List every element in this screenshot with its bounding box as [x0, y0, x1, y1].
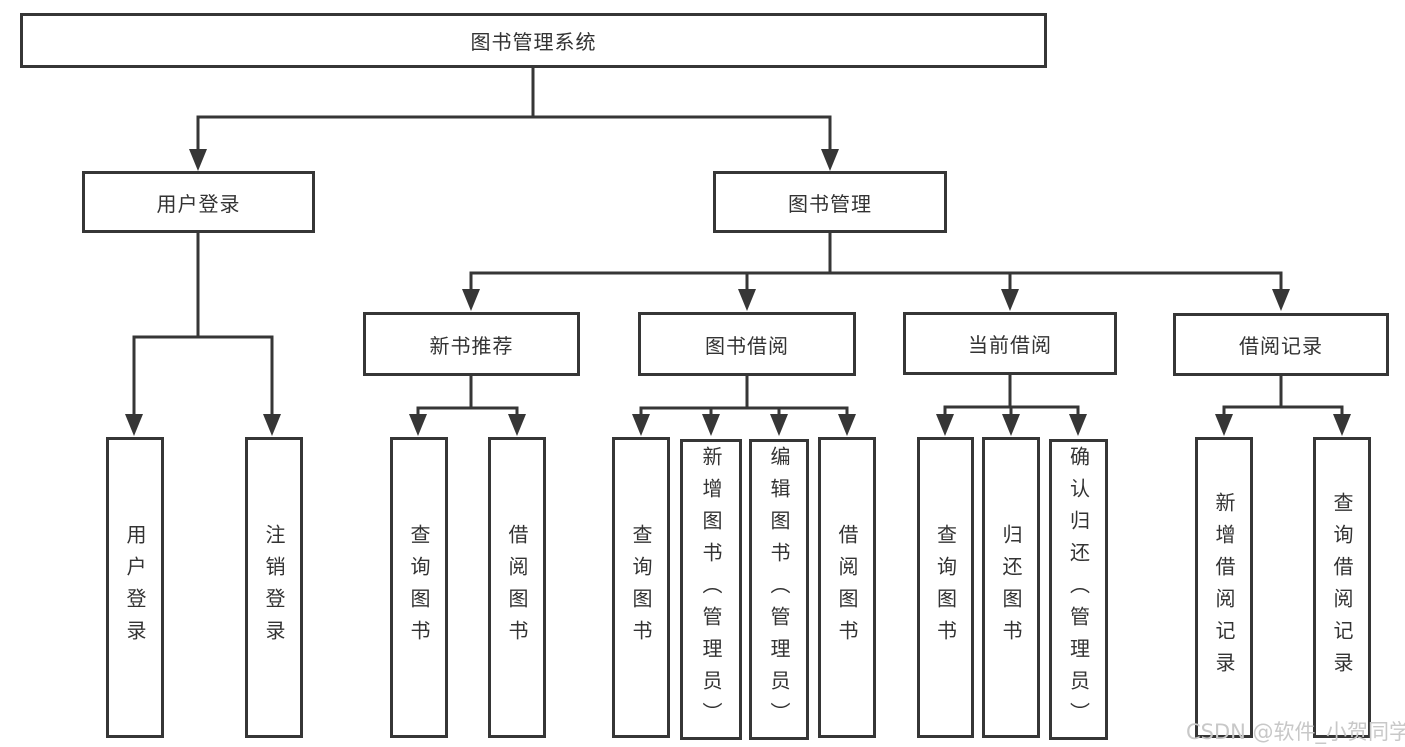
- leaf-borrow-borrow-books-label: 借阅图书: [835, 523, 859, 652]
- leaf-records-query-record: 查询借阅记录: [1313, 437, 1371, 738]
- node-borrow-records-label: 借阅记录: [1239, 334, 1323, 358]
- node-user-login-label: 用户登录: [156, 191, 241, 216]
- node-root-label: 图书管理系统: [470, 30, 597, 54]
- leaf-current-query-books: 查询图书: [917, 437, 974, 738]
- leaf-logout-label: 注销登录: [262, 523, 286, 652]
- leaf-current-return-books-label: 归还图书: [999, 523, 1023, 652]
- leaf-newrec-query-books: 查询图书: [390, 437, 448, 738]
- node-new-book-rec: 新书推荐: [363, 312, 580, 376]
- csdn-watermark: CSDN @软件_小贺同学: [1186, 720, 1405, 744]
- leaf-borrow-edit-books: 编辑图书（管理员）: [749, 439, 809, 740]
- leaf-borrow-query-books-label: 查询图书: [629, 523, 653, 652]
- leaf-borrow-add-books-label: 新增图书（管理员）: [699, 445, 723, 734]
- leaf-borrow-query-books: 查询图书: [612, 437, 670, 738]
- leaf-user-login-label: 用户登录: [123, 523, 147, 652]
- leaf-current-query-books-label: 查询图书: [933, 523, 958, 652]
- node-book-mgmt: 图书管理: [713, 171, 947, 233]
- leaf-newrec-borrow-books-label: 借阅图书: [505, 523, 529, 652]
- leaf-records-add-record: 新增借阅记录: [1195, 437, 1253, 738]
- node-new-book-rec-label: 新书推荐: [429, 333, 514, 358]
- leaf-newrec-borrow-books: 借阅图书: [488, 437, 546, 738]
- node-current-borrow: 当前借阅: [903, 312, 1117, 375]
- node-book-borrow-label: 图书借阅: [705, 333, 789, 358]
- leaf-records-query-record-label: 查询借阅记录: [1330, 491, 1354, 684]
- leaf-newrec-query-books-label: 查询图书: [407, 523, 431, 652]
- leaf-current-return-books: 归还图书: [982, 437, 1040, 738]
- node-root: 图书管理系统: [20, 13, 1047, 68]
- node-book-borrow: 图书借阅: [638, 312, 856, 376]
- leaf-borrow-borrow-books: 借阅图书: [818, 437, 876, 738]
- leaf-records-add-record-label: 新增借阅记录: [1212, 491, 1236, 684]
- arrowheads: [125, 149, 1351, 436]
- node-user-login: 用户登录: [82, 171, 315, 233]
- node-borrow-records: 借阅记录: [1173, 313, 1389, 376]
- leaf-user-login: 用户登录: [106, 437, 164, 738]
- leaf-borrow-edit-books-label: 编辑图书（管理员）: [767, 445, 791, 734]
- leaf-current-confirm-return: 确认归还（管理员）: [1049, 439, 1108, 740]
- node-book-mgmt-label: 图书管理: [788, 191, 872, 216]
- leaf-logout: 注销登录: [245, 437, 303, 738]
- node-current-borrow-label: 当前借阅: [968, 333, 1052, 357]
- leaf-current-confirm-return-label: 确认归还（管理员）: [1066, 445, 1091, 734]
- leaf-borrow-add-books: 新增图书（管理员）: [680, 439, 742, 740]
